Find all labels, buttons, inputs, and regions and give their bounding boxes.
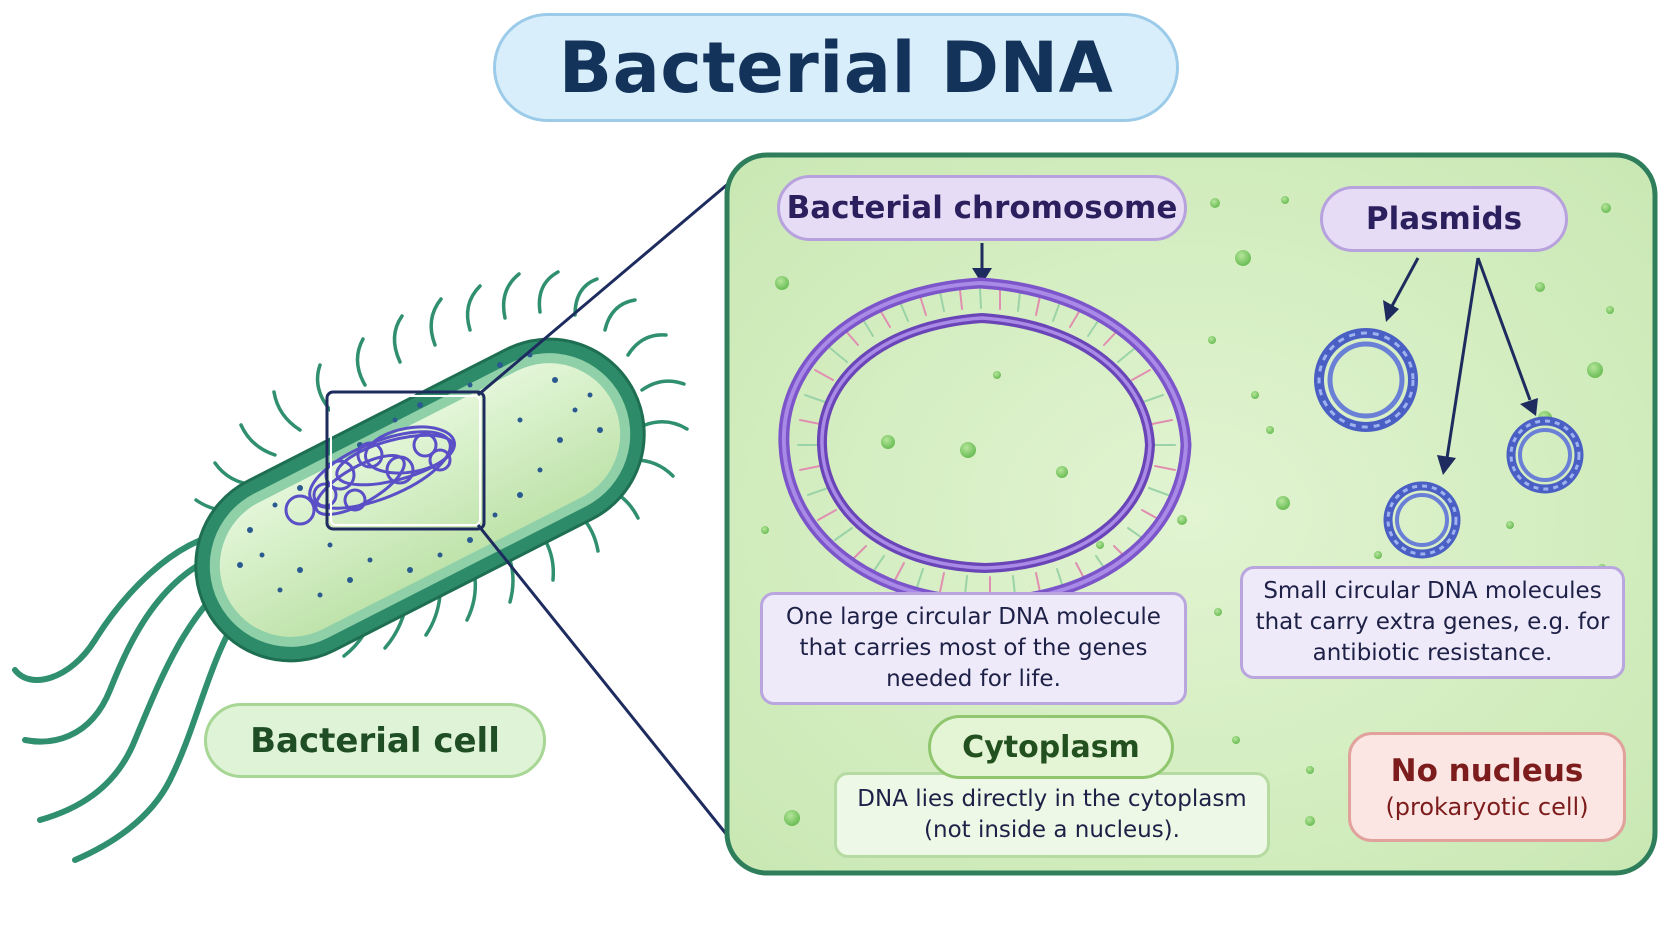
zoom-box	[325, 390, 486, 531]
no-nucleus-title: No nucleus	[1390, 753, 1584, 789]
chromosome-description: One large circular DNA molecule that car…	[760, 592, 1187, 705]
cytoplasm-label: Cytoplasm	[928, 715, 1174, 779]
cytoplasm-description-line: DNA lies directly in the cytoplasm	[857, 786, 1247, 812]
bacterial-cell-label-text: Bacterial cell	[250, 720, 500, 761]
chromosome-description-line: needed for life.	[886, 666, 1061, 692]
plasmids-description-line: antibiotic resistance.	[1312, 640, 1553, 666]
cytoplasm-granules	[761, 196, 1614, 826]
chromosome-label: Bacterial chromosome	[777, 175, 1187, 241]
chromosome-arrow	[972, 243, 992, 284]
cytoplasm-description: DNA lies directly in the cytoplasm (not …	[834, 772, 1270, 858]
chromosome-description-line: that carries most of the genes	[799, 635, 1148, 661]
zoom-line-bottom	[476, 524, 737, 846]
plasmid-ring-large	[1314, 328, 1418, 432]
plasmid-ring-right	[1506, 416, 1584, 494]
title-banner: Bacterial DNA	[493, 13, 1179, 122]
plasmid-ring-bottom	[1383, 481, 1461, 559]
plasmids-description-line: Small circular DNA molecules	[1263, 578, 1602, 604]
ribosomes	[237, 352, 603, 598]
no-nucleus-subtitle: (prokaryotic cell)	[1385, 793, 1589, 821]
plasmid-arrows	[1383, 257, 1538, 475]
plasmids-label: Plasmids	[1320, 186, 1568, 252]
cytoplasm-label-text: Cytoplasm	[962, 729, 1140, 765]
plasmid-rings	[1314, 328, 1584, 559]
plasmids-description: Small circular DNA molecules that carry …	[1240, 566, 1625, 679]
chromosome-dna-ring	[778, 277, 1192, 608]
pili	[194, 270, 689, 660]
chromosome-label-text: Bacterial chromosome	[786, 190, 1178, 226]
no-nucleus-box: No nucleus (prokaryotic cell)	[1348, 732, 1626, 842]
plasmids-description-line: that carry extra genes, e.g. for	[1255, 609, 1610, 635]
plasmids-label-text: Plasmids	[1365, 201, 1523, 237]
chromosome-description-line: One large circular DNA molecule	[786, 604, 1161, 630]
bacterial-cell	[12, 270, 689, 863]
flagella	[12, 529, 253, 863]
bacterial-cell-label: Bacterial cell	[204, 703, 546, 778]
cytoplasm-description-line: (not inside a nucleus).	[924, 817, 1180, 843]
page-title: Bacterial DNA	[558, 26, 1114, 109]
cell-cytoplasm	[219, 363, 621, 637]
nucleoid-dna	[284, 425, 456, 526]
zoom-line-top	[477, 176, 736, 397]
